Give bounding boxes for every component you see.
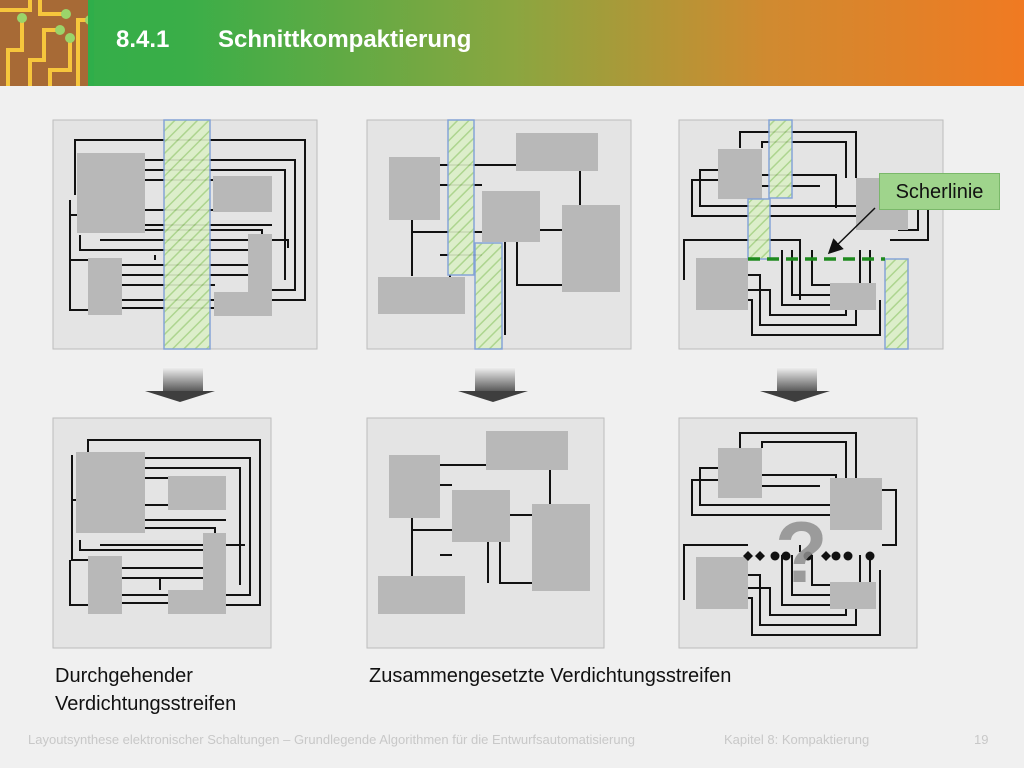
- shear-pointer-arrow: [827, 207, 876, 255]
- down-arrow-middle: [458, 367, 528, 402]
- shear-line-label: Scherlinie: [879, 173, 1000, 210]
- page-title: Schnittkompaktierung: [218, 26, 472, 53]
- panel-bottom-middle: [366, 417, 605, 649]
- circuit-board-icon: [0, 0, 94, 86]
- panel-bottom-right: ?: [678, 417, 918, 649]
- caption-composite-strip: Zusammengesetzte Verdichtungsstreifen: [369, 665, 732, 687]
- contact-dots: [743, 551, 875, 561]
- caption-line-1: Durchgehender: [55, 665, 193, 687]
- down-arrow-left: [145, 367, 215, 402]
- caption-continuous-strip: Durchgehender Verdichtungsstreifen: [55, 662, 236, 718]
- footer-chapter: Kapitel 8: Kompaktierung: [724, 732, 870, 747]
- panel-top-left: [52, 119, 318, 350]
- panel-top-right: [678, 119, 944, 350]
- panel-bottom-left: [52, 417, 272, 649]
- question-mark: ?: [775, 505, 828, 601]
- section-number: 8.4.1: [116, 26, 170, 53]
- footer-page-number: 19: [974, 732, 989, 747]
- header-bar: 8.4.1 Schnittkompaktierung: [0, 0, 1024, 86]
- caption-line-2: Verdichtungsstreifen: [55, 693, 237, 715]
- panel-top-middle: [366, 119, 632, 350]
- footer-course: Layoutsynthese elektronischer Schaltunge…: [28, 732, 636, 747]
- down-arrow-right: [760, 367, 830, 402]
